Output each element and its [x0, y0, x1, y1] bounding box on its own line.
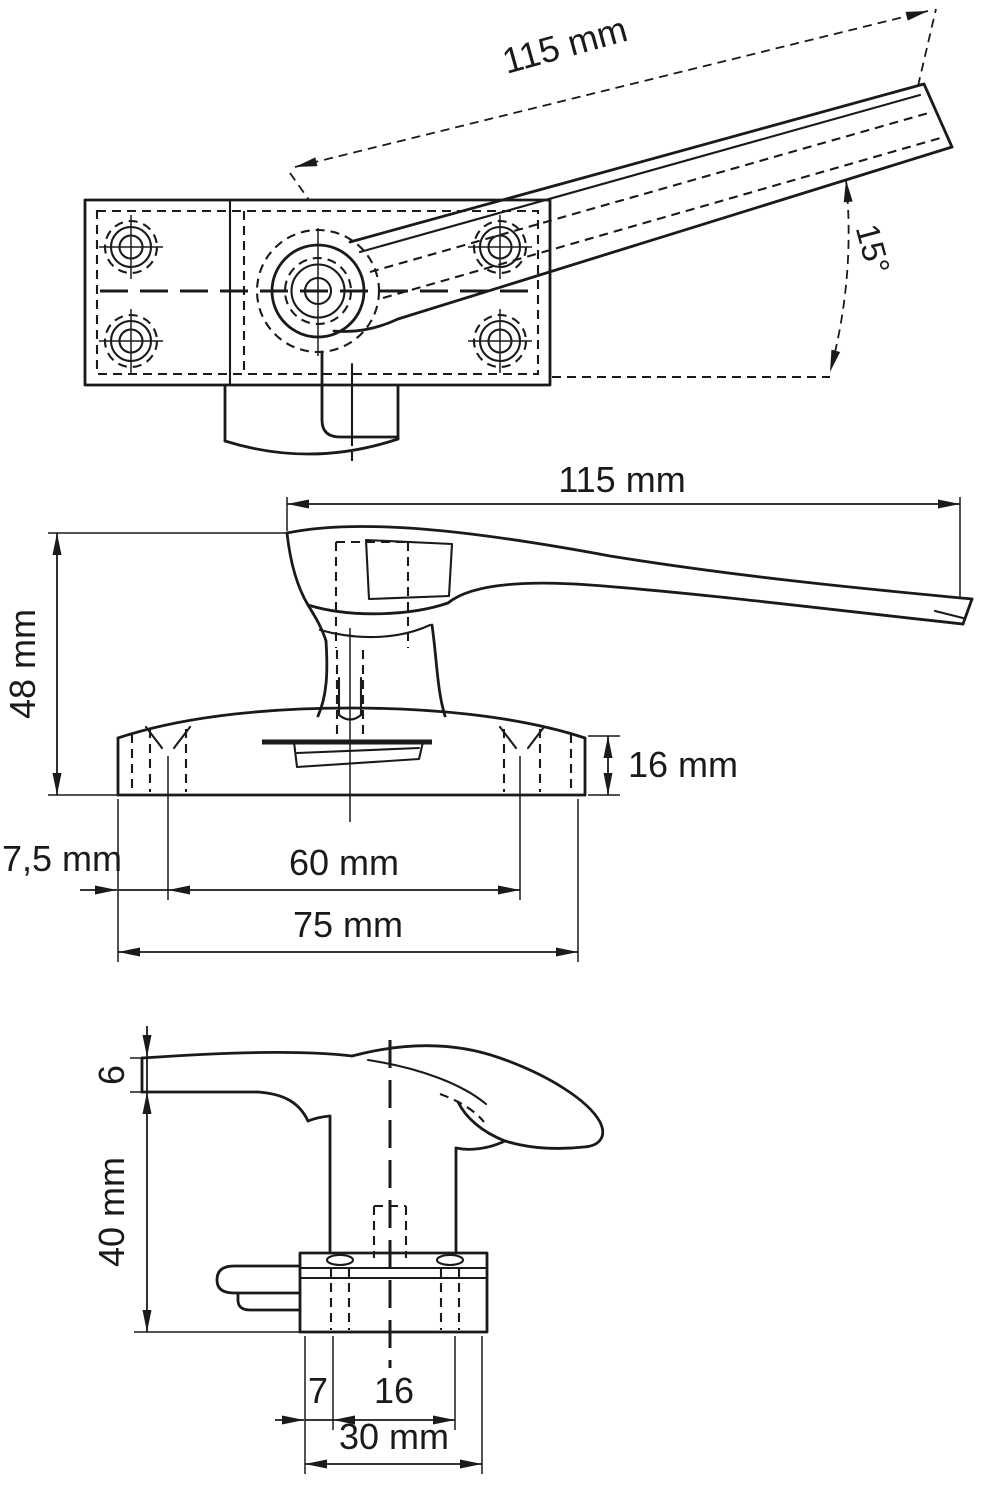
dim-label-spindle-16: 16 — [374, 1370, 414, 1411]
screw-hole-top-right — [466, 213, 534, 281]
latch-front — [215, 1264, 302, 1312]
side-view: 115 mm 48 mm 16 mm 7,5 mm 60 mm — [2, 459, 974, 962]
spindle-boss — [255, 228, 381, 356]
dim-spacing-60: 60 mm — [167, 756, 521, 900]
base-plate — [83, 198, 552, 387]
dim-thickness-6: 6 — [91, 1026, 152, 1093]
screw-hole-bottom-left — [97, 307, 165, 375]
dim-label-base-16: 16 mm — [628, 744, 738, 785]
lever-front — [140, 1044, 605, 1258]
dim-label-edge-offset: 7,5 mm — [2, 838, 122, 879]
screw-holes — [97, 213, 534, 375]
dim-label-angle: 15° — [849, 220, 898, 278]
screw-hole-top-left — [97, 213, 165, 281]
dim-height-48: 48 mm — [2, 532, 288, 796]
dim-width-75: 75 mm — [117, 799, 579, 962]
dim-offset-75mm-edge: 7,5 mm — [2, 838, 168, 895]
top-view: 115 mm 15° — [83, 8, 954, 462]
latch-housing — [223, 350, 400, 462]
dim-label-offset-7: 7 — [308, 1370, 328, 1411]
screw-hole-bottom-right — [466, 307, 534, 375]
dim-spindle-16: 16 — [332, 1336, 456, 1430]
dim-label-width-75: 75 mm — [293, 904, 403, 945]
handle-side — [285, 525, 974, 822]
dim-base-16: 16 mm — [588, 735, 738, 796]
rosette-side — [116, 706, 587, 797]
dim-offset-7: 7 — [275, 1336, 333, 1474]
dim-label-width-30: 30 mm — [339, 1416, 449, 1457]
dim-side-length: 115 mm — [286, 459, 961, 597]
dim-label-height-40: 40 mm — [91, 1157, 132, 1267]
handle-lever-top — [332, 82, 954, 333]
dim-label-thickness-6: 6 — [91, 1065, 132, 1085]
dim-angle: 15° — [552, 179, 898, 379]
dim-width-30: 30 mm — [305, 1336, 483, 1474]
dim-label-height-48: 48 mm — [2, 609, 43, 719]
dim-label-side-length: 115 mm — [558, 459, 685, 500]
dim-label-top-length: 115 mm — [498, 8, 632, 82]
dim-label-spacing-60: 60 mm — [289, 842, 399, 883]
front-view: 6 40 mm 7 16 30 mm — [91, 1026, 605, 1474]
dim-top-length: 115 mm — [289, 8, 937, 201]
dim-height-40: 40 mm — [91, 1092, 300, 1333]
base-front — [298, 1251, 489, 1334]
